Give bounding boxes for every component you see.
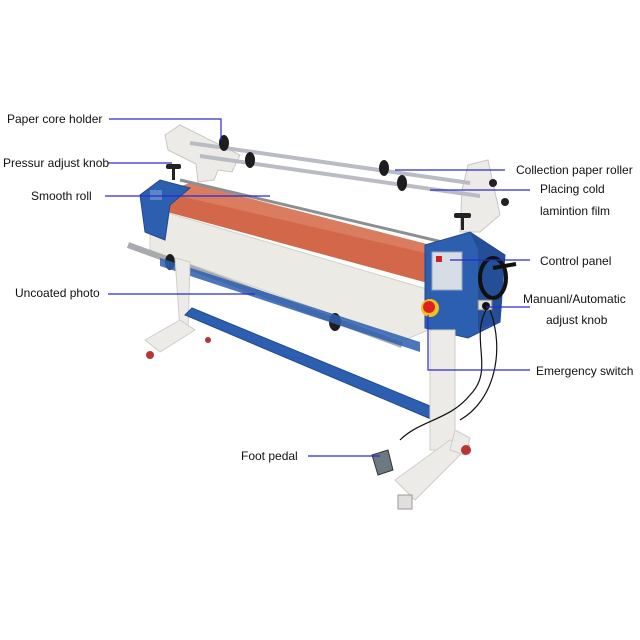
label-smooth-roll: Smooth roll [31, 189, 92, 203]
label-manual-auto-line2: adjust knob [546, 313, 608, 327]
stand [144, 257, 498, 510]
label-manual-auto-line1: Manuanl/Automatic [523, 292, 626, 306]
label-foot-pedal: Foot pedal [241, 449, 298, 463]
label-paper-core-holder: Paper core holder [7, 112, 103, 126]
label-control-panel: Control panel [540, 254, 612, 268]
left-bracket [164, 124, 241, 183]
label-placing-cold-line2: lamintion film [540, 204, 611, 218]
leader-paper-core-holder [109, 118, 222, 140]
leader-emergency [427, 315, 530, 371]
machine-body [139, 164, 517, 341]
leader-lines [105, 118, 530, 457]
lower-feed-rod [126, 242, 420, 352]
label-emergency-switch: Emergency switch [536, 364, 634, 378]
label-collection-paper-roller: Collection paper roller [516, 163, 633, 177]
label-pressure-adjust-knob: Pressur adjust knob [3, 156, 110, 170]
paper-core-rods [189, 135, 481, 198]
label-placing-cold-line1: Placing cold [540, 182, 605, 196]
label-uncoated-photo: Uncoated photo [15, 286, 100, 300]
